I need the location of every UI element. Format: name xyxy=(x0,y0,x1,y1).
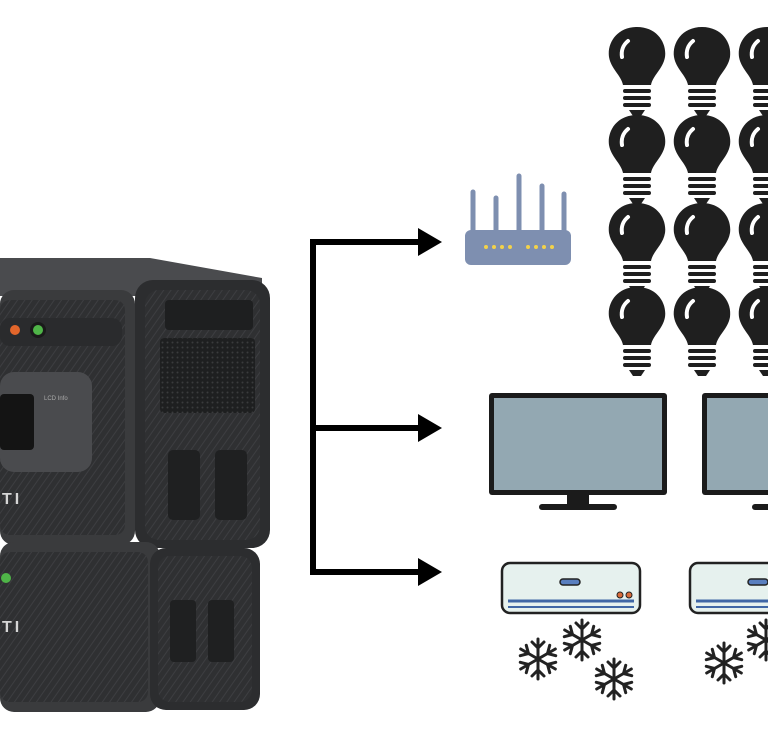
orange-button-icon xyxy=(10,325,20,335)
light-bulb-icon xyxy=(736,285,768,378)
light-bulb-icon xyxy=(736,201,768,294)
brand-label-top: TI xyxy=(2,491,22,508)
air-conditioner-icon xyxy=(688,561,768,615)
power-station-bottom-unit: TI xyxy=(0,542,260,712)
distribution-arrows xyxy=(310,239,422,575)
light-bulb-icon xyxy=(736,113,768,206)
monitor-icon xyxy=(702,393,768,510)
light-bulb-icon xyxy=(671,285,733,378)
power-button-icon xyxy=(33,325,43,335)
light-bulb-icon xyxy=(736,25,768,118)
power-station-battery-icon: LCD Info TI TI xyxy=(0,258,270,712)
snowflake-icon xyxy=(746,620,768,660)
right-arrow-icon xyxy=(418,414,442,442)
snowflakes-group xyxy=(518,620,768,699)
brand-label-bottom: TI xyxy=(2,619,22,636)
panel-label: LCD Info xyxy=(44,396,68,402)
air-conditioners-group xyxy=(500,561,768,615)
monitors-group xyxy=(489,393,768,510)
light-bulb-icon xyxy=(606,25,668,118)
snowflake-icon xyxy=(704,643,745,683)
monitor-icon xyxy=(489,393,667,510)
light-bulb-icon xyxy=(671,113,733,206)
light-bulb-icon xyxy=(671,25,733,118)
light-bulb-icon xyxy=(606,285,668,378)
snowflake-icon xyxy=(594,659,635,699)
air-conditioner-icon xyxy=(500,561,642,615)
snowflake-icon xyxy=(562,620,603,660)
light-bulb-icon xyxy=(606,201,668,294)
light-bulb-icon xyxy=(671,201,733,294)
wifi-router-icon xyxy=(465,173,571,265)
snowflake-icon xyxy=(518,639,559,679)
power-station-top-unit: LCD Info TI xyxy=(0,258,270,548)
right-arrow-icon xyxy=(418,228,442,256)
right-arrow-icon xyxy=(418,558,442,586)
light-bulbs-group xyxy=(606,25,768,378)
light-bulb-icon xyxy=(606,113,668,206)
